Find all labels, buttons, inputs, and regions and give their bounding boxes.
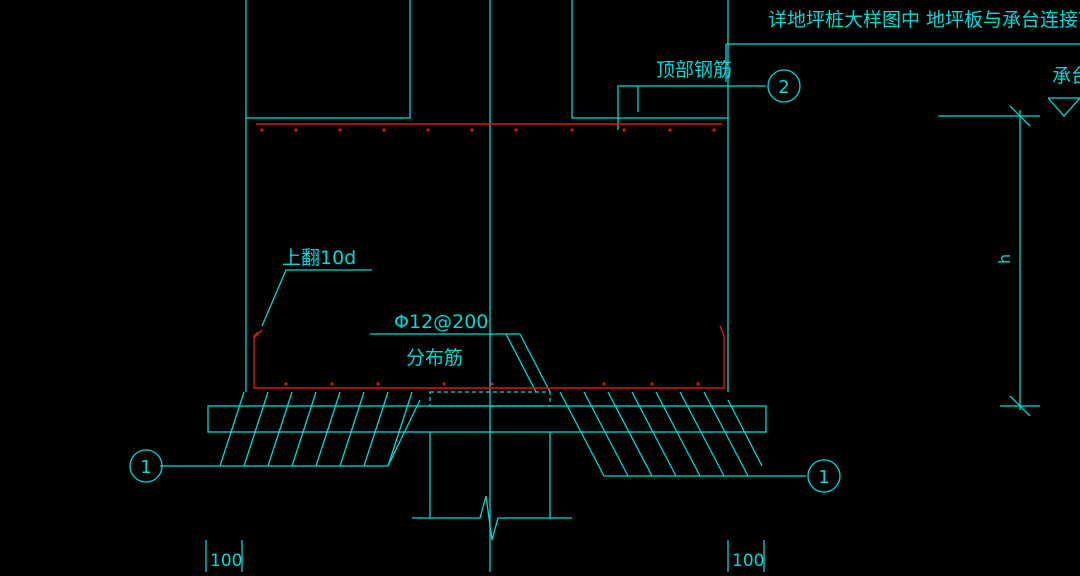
leader-bar-spec-a: [505, 333, 537, 393]
title-annotation: 详地坪桩大样图中 地坪板与承台连接节: [768, 9, 1080, 31]
leader-callout-2: [617, 85, 766, 130]
top-rebar-label: 顶部钢筋: [656, 59, 732, 81]
hatch-right: [559, 391, 763, 477]
callout-1-right-number: 1: [818, 467, 829, 488]
bottom-rebar-left-hook: [253, 329, 263, 339]
leader-bend-up: [261, 269, 372, 327]
dim-h-tick-bottom: [1009, 395, 1031, 417]
distribution-label: 分布筋: [406, 347, 463, 369]
height-label: h: [995, 254, 1014, 264]
dim-right-label: 100: [732, 551, 764, 571]
circle-callout-icon: [767, 69, 801, 103]
elevation-triangle-icon: [1047, 97, 1080, 117]
pile-outline: [412, 432, 431, 519]
circle-callout-icon: [129, 449, 163, 483]
side-label: 承台: [1052, 65, 1080, 87]
leader-bar-spec-b: [519, 333, 551, 393]
break-line-icon: [430, 495, 550, 541]
pile-outline-right: [549, 432, 572, 519]
circle-callout-icon: [807, 459, 841, 493]
dim-h-tick-top: [1009, 105, 1031, 127]
column-right-outline: [571, 0, 729, 119]
rebar-dots: [260, 128, 716, 386]
hatch-left: [219, 391, 421, 467]
bar-spec-label: Φ12@200: [394, 311, 488, 333]
dim-left-label: 100: [210, 551, 242, 571]
pile-head-dashed: [429, 391, 551, 407]
bottom-rebar: [253, 325, 725, 389]
callout-2-number: 2: [778, 77, 789, 98]
column-left-outline: [245, 0, 411, 119]
floor-slab: [207, 405, 767, 433]
callout-1-left-number: 1: [140, 457, 151, 478]
bend-up-label: 上翻10d: [282, 247, 356, 269]
